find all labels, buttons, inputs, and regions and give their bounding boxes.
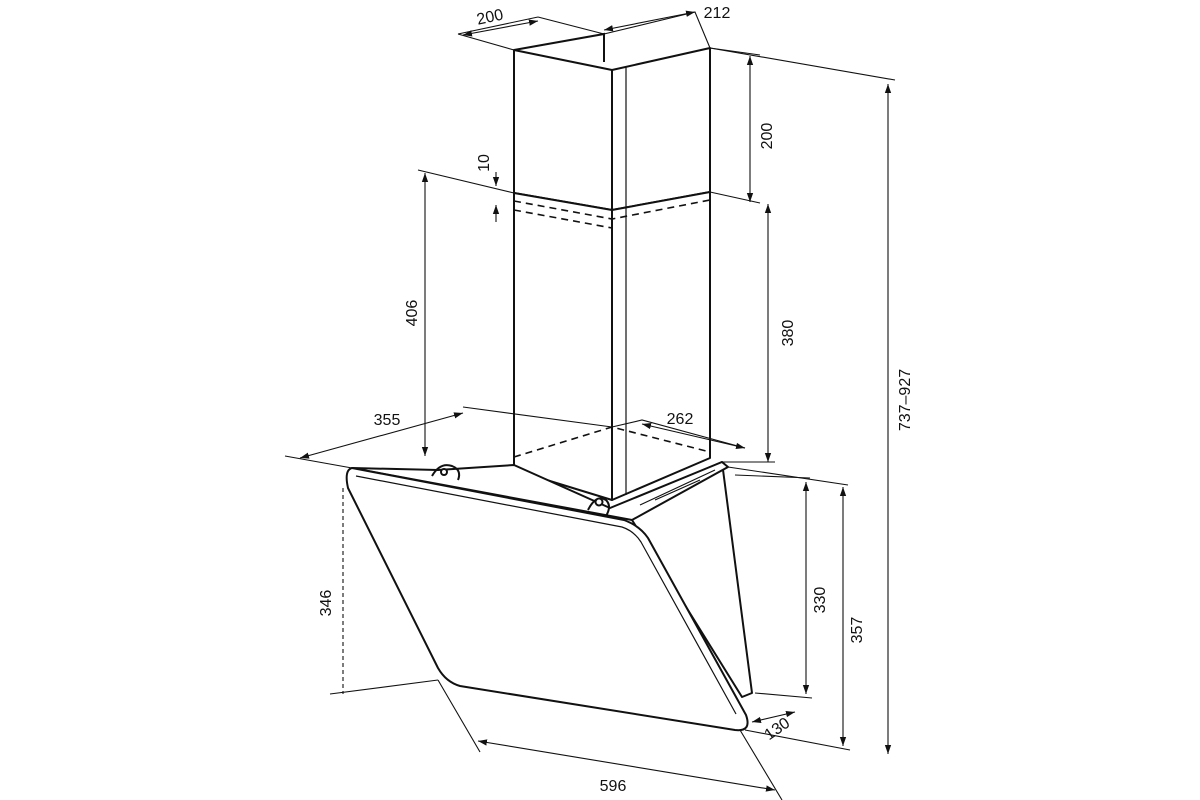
mounting-bracket-right <box>587 497 610 517</box>
dim-lower-chimney-height: 406 <box>404 300 421 327</box>
dim-hood-left-height: 346 <box>318 590 335 617</box>
chimney-lower-right-face <box>611 191 711 501</box>
dim-bracket-width: 262 <box>667 411 694 428</box>
hood-glass-panel <box>345 467 749 732</box>
dim-chimney-depth: 200 <box>475 6 505 28</box>
dim-chimney-width: 212 <box>704 5 731 22</box>
hood-body <box>345 461 753 732</box>
chimney-front-left-face <box>513 49 613 211</box>
chimney-front-right-face <box>611 47 711 211</box>
mounting-bracket-left <box>431 464 461 481</box>
dim-overlap: 10 <box>476 154 493 172</box>
dim-hood-total-height: 357 <box>849 617 866 644</box>
dim-bracket-depth: 355 <box>374 412 401 429</box>
dim-lower-chimney-right-height: 380 <box>780 320 797 347</box>
dim-hood-right-height: 330 <box>812 587 829 614</box>
overlap-hidden-line <box>513 199 711 220</box>
hood-top-plate <box>351 461 729 521</box>
chimney-lower-left-face <box>513 192 613 501</box>
dim-hood-width: 596 <box>600 778 627 795</box>
dim-upper-chimney-height: 200 <box>759 123 776 150</box>
dimension-lines <box>284 10 896 800</box>
dim-total-height: 737–927 <box>897 369 914 431</box>
